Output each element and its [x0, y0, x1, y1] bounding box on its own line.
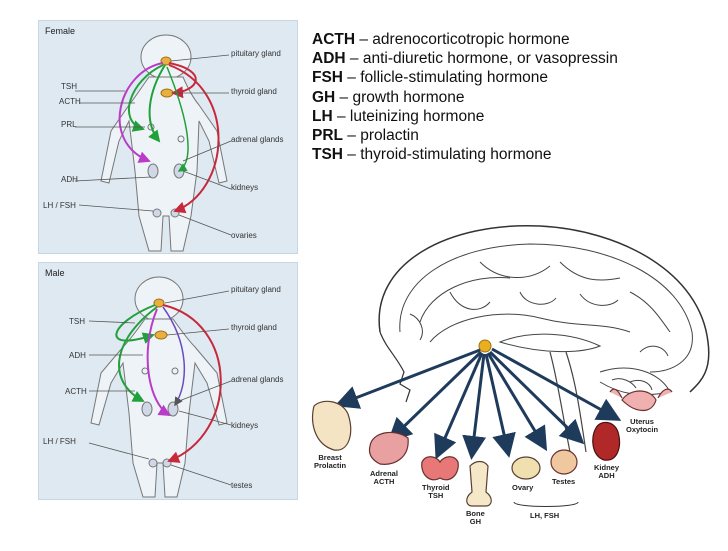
label-line: ADH: [598, 471, 615, 480]
label-thyroid-gland: thyroid gland: [231, 87, 277, 96]
glossary-item-tsh: TSH – thyroid-stimulating hormone: [312, 145, 642, 164]
label-ovaries: ovaries: [231, 231, 257, 240]
label-pituitary-gland: pituitary gland: [231, 49, 281, 58]
testes-organ: [550, 449, 578, 475]
abbr: FSH: [312, 69, 343, 87]
uterus-organ: [609, 388, 673, 412]
label-testes: testes: [231, 481, 253, 490]
abbr: ACTH: [312, 31, 356, 48]
abbr: ADH: [312, 50, 346, 68]
glossary-item-acth: ACTH – adrenocorticotropic hormone: [312, 30, 642, 49]
brain-gyri: [399, 243, 693, 396]
brain-illustration: [312, 225, 710, 507]
male-panel: Male pituitary gland thyroid gland adren…: [38, 262, 298, 500]
label-line: GH: [469, 517, 481, 526]
label-adrenal-glands: adrenal glands: [231, 375, 284, 384]
hormone-arrows: [334, 347, 622, 460]
head-outline: [378, 225, 710, 393]
pituitary-gland-marker: [478, 339, 492, 353]
label-tsh: TSH: [61, 82, 77, 91]
definition: – luteinizing hormone: [332, 107, 485, 125]
bone-organ: [466, 460, 492, 507]
female-panel: Female pituitary gland thyroid gland adr…: [38, 20, 298, 254]
label-acth: ACTH: [65, 387, 87, 396]
label-line: Testes: [552, 477, 576, 486]
label-adh: ADH: [61, 175, 78, 184]
glossary-item-adh: ADH – anti-diuretic hormone, or vasopres…: [312, 49, 642, 68]
label-kidneys: kidneys: [231, 183, 259, 192]
definition: – adrenocorticotropic hormone: [355, 31, 570, 48]
label-adh: ADH: [69, 351, 86, 360]
breast-organ: [312, 400, 352, 451]
ovary-organ: [511, 456, 541, 480]
female-panel-title: Female: [45, 26, 76, 36]
abbr: PRL: [312, 127, 343, 145]
male-panel-title: Male: [45, 268, 65, 278]
label-lh-fsh: LH / FSH: [43, 201, 76, 210]
label-line: Kidney: [594, 463, 620, 472]
glossary-item-gh: GH – growth hormone: [312, 88, 642, 107]
female-body-diagram: [74, 34, 232, 252]
definition: – follicle-stimulating hormone: [343, 69, 549, 87]
label-lh-fsh: LH / FSH: [43, 437, 76, 446]
definition: – anti-diuretic hormone, or vasopressin: [345, 50, 618, 68]
definition: – prolactin: [343, 127, 419, 145]
label-kidneys: kidneys: [231, 421, 259, 430]
abbr: TSH: [312, 146, 343, 164]
label-adrenal-glands: adrenal glands: [231, 135, 284, 144]
label-line: Uterus: [630, 417, 654, 426]
label-line: Adrenal: [370, 469, 398, 478]
label-line: TSH: [428, 491, 444, 500]
kidney-organ: [592, 421, 621, 461]
thyroid-organ: [421, 456, 459, 481]
label-tsh: TSH: [69, 317, 85, 326]
glossary-item-fsh: FSH – follicle-stimulating hormone: [312, 68, 642, 87]
adrenal-organ: [368, 431, 409, 465]
label-prl: PRL: [61, 120, 77, 129]
label-line: ACTH: [373, 477, 395, 486]
definition: – growth hormone: [335, 88, 465, 106]
label-line: Breast: [318, 453, 342, 462]
target-organs: [312, 388, 673, 507]
label-pituitary-gland: pituitary gland: [231, 285, 281, 294]
male-body-diagram: [88, 276, 232, 498]
abbr: GH: [312, 88, 336, 106]
label-line: LH, FSH: [530, 511, 560, 520]
male-silhouette: [90, 276, 228, 498]
definition: – thyroid-stimulating hormone: [343, 146, 552, 164]
label-line: Thyroid: [422, 483, 450, 492]
target-lh-fsh-label: LH, FSH: [530, 512, 559, 520]
glossary-item-lh: LH – luteinizing hormone: [312, 107, 642, 126]
label-line: Oxytocin: [626, 425, 659, 434]
glossary-item-prl: PRL – prolactin: [312, 126, 642, 145]
target-testes-label: Testes: [552, 478, 575, 486]
label-line: Prolactin: [314, 461, 347, 470]
label-line: Bone: [466, 509, 485, 518]
label-acth: ACTH: [59, 97, 81, 106]
abbr: LH: [312, 107, 333, 125]
hormone-glossary: ACTH – adrenocorticotropic hormone ADH –…: [312, 30, 642, 164]
target-ovary-label: Ovary: [512, 484, 533, 492]
label-line: Ovary: [512, 483, 534, 492]
label-thyroid-gland: thyroid gland: [231, 323, 277, 332]
